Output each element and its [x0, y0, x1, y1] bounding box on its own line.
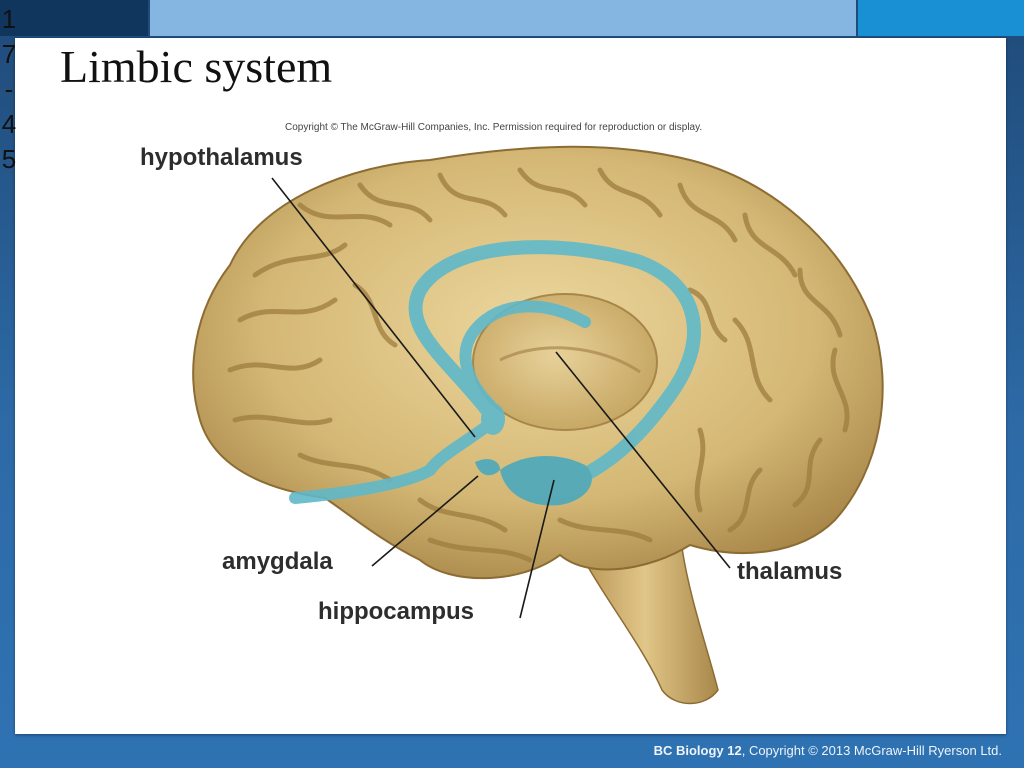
slide-number-char: -: [4, 74, 14, 104]
label-amygdala: amygdala: [222, 548, 333, 575]
header-block-right: [858, 0, 1024, 36]
mammillary-body: [481, 403, 505, 435]
header-block-left: [0, 0, 148, 36]
copyright-note: Copyright © The McGraw-Hill Companies, I…: [285, 122, 703, 133]
brainstem-shape: [570, 534, 719, 705]
label-thalamus: thalamus: [737, 558, 843, 585]
hippocampus-shape: [500, 455, 592, 506]
footer-copyright: , Copyright © 2013 McGraw-Hill Ryerson L…: [741, 743, 1002, 758]
footer-course: BC Biology 12: [653, 743, 742, 758]
amygdala-shape: [475, 459, 500, 476]
limbic-structure: [289, 240, 701, 506]
slide-number-char: 7: [1, 39, 17, 69]
brain-gyri: [227, 167, 850, 563]
slide-number-char: 4: [1, 109, 17, 139]
header-block-mid: [150, 0, 856, 36]
slide-number-char: 5: [1, 144, 17, 174]
footer-credit: BC Biology 12, Copyright © 2013 McGraw-H…: [654, 743, 1002, 758]
label-hippocampus: hippocampus: [318, 598, 475, 625]
label-hypothalamus: hypothalamus: [140, 144, 303, 171]
leader-lines: [271, 177, 731, 619]
slide-number: 1 7 - 4 5: [0, 4, 18, 181]
slide-number-char: 1: [1, 4, 17, 34]
slide-title: Limbic system: [60, 41, 333, 92]
